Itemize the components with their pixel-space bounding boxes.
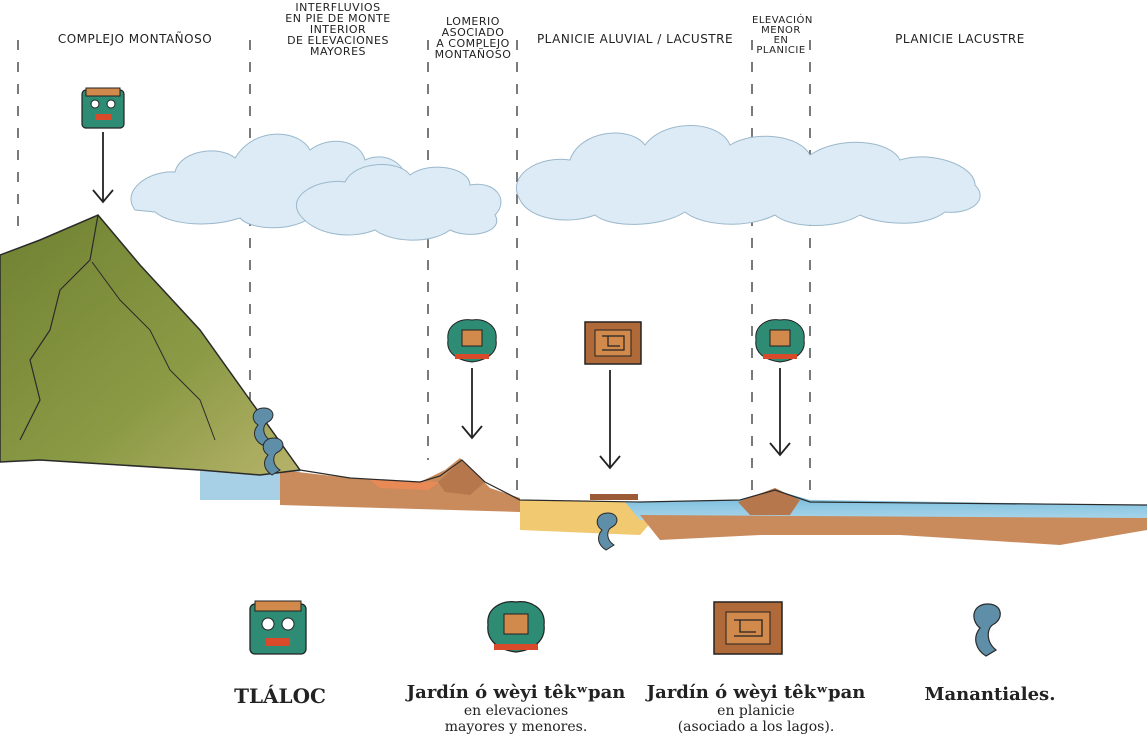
mountain-ridge bbox=[19, 214, 99, 441]
tlaloc-eye bbox=[106, 99, 116, 109]
garden-elevation-small-marker bbox=[755, 319, 805, 457]
legend-title: Jardín ó wèyi têkʷpan bbox=[646, 682, 866, 703]
zone-label-lacustre: PLANICIE LACUSTRE bbox=[895, 32, 1025, 46]
garden-elevations-icon-base bbox=[763, 354, 797, 359]
ground-line bbox=[299, 459, 1147, 506]
spring-icon bbox=[262, 437, 284, 476]
legend-garden-plain bbox=[713, 601, 783, 655]
sand-band bbox=[520, 500, 660, 535]
zone-label-line: MAYORES bbox=[309, 45, 366, 58]
down-arrow-icon bbox=[92, 189, 114, 204]
legend-garden-elevations bbox=[487, 601, 545, 653]
clouds bbox=[130, 125, 981, 241]
zone-label-aluvial: PLANICIE ALUVIAL / LACUSTRE bbox=[536, 32, 734, 46]
zone-label-line: ELEVACIÓN bbox=[752, 15, 813, 26]
lomerio-hill bbox=[438, 460, 485, 495]
legend-subtitle: (asociado a los lagos). bbox=[677, 719, 835, 735]
spring-icon bbox=[973, 603, 1001, 657]
zone-label-line: EN bbox=[773, 35, 789, 46]
cloud-center bbox=[296, 164, 502, 241]
zone-label-line: DE ELEVACIONES bbox=[287, 34, 389, 47]
zone-label-lomerio: LOMERIO ASOCIADO A COMPLEJO MONTAÑOSO bbox=[428, 16, 518, 60]
zone-label-line: EN PIE DE MONTE bbox=[285, 12, 391, 25]
down-arrow-icon bbox=[461, 425, 483, 440]
garden-elevations-icon-base bbox=[494, 644, 538, 650]
spring-icon bbox=[252, 407, 274, 446]
zone-label-line: INTERFLUVIOS bbox=[295, 1, 381, 14]
zone-label-elevacion: ELEVACIÓN MENOR EN PLANICIE bbox=[752, 15, 813, 56]
legend-item-springs: Manantiales. bbox=[910, 684, 1070, 705]
spring-icon bbox=[596, 512, 618, 551]
legend-item-garden-elevations: Jardín ó wèyi têkʷpan en elevaciones may… bbox=[400, 682, 632, 735]
garden-elevations-icon-panel bbox=[503, 613, 529, 635]
zone-separators bbox=[17, 40, 811, 500]
garden-plain-glyph bbox=[602, 335, 625, 351]
tlaloc-eye bbox=[281, 617, 295, 631]
zone-label-line: ASOCIADO bbox=[441, 26, 505, 39]
garden-plain-icon-inner bbox=[594, 329, 632, 357]
zone-label-line: INTERIOR bbox=[309, 23, 367, 36]
legend-title: Jardín ó wèyi têkʷpan bbox=[406, 682, 626, 703]
garden-elevations-icon-base bbox=[455, 354, 489, 359]
legend-subtitle: en planicie bbox=[717, 703, 795, 719]
tlaloc-mouth bbox=[266, 638, 290, 646]
legend-icons bbox=[249, 600, 1001, 657]
tlaloc-marker bbox=[81, 87, 125, 204]
lake-basin bbox=[370, 480, 440, 490]
legend-subtitle: en elevaciones bbox=[463, 703, 569, 719]
zone-label-line: PLANICIE bbox=[756, 45, 806, 56]
tlaloc-mouth bbox=[95, 114, 111, 120]
legend-title: Manantiales. bbox=[924, 684, 1056, 705]
down-arrow-icon bbox=[599, 455, 621, 470]
garden-elevations-marker bbox=[447, 319, 497, 440]
zone-label-line: A COMPLEJO bbox=[436, 37, 510, 50]
garden-plain-marker bbox=[584, 321, 642, 470]
garden-plain-platform bbox=[590, 494, 638, 500]
garden-elevations-icon-panel bbox=[769, 329, 791, 347]
tlaloc-icon-top bbox=[85, 87, 121, 97]
zone-label-interfluvios: INTERFLUVIOS EN PIE DE MONTE INTERIOR DE… bbox=[250, 2, 426, 57]
zone-label-line: MENOR bbox=[761, 25, 801, 36]
legend-title: TLÁLOC bbox=[234, 684, 326, 708]
legend-tlaloc bbox=[249, 600, 307, 655]
tlaloc-eye bbox=[90, 99, 100, 109]
garden-elevations-icon-panel bbox=[461, 329, 483, 347]
terrain bbox=[0, 214, 1147, 545]
springs bbox=[252, 407, 618, 551]
legend-item-garden-plain: Jardín ó wèyi têkʷpan en planicie (asoci… bbox=[640, 682, 872, 735]
tlaloc-icon-top bbox=[254, 600, 302, 612]
legend-subtitle: mayores y menores. bbox=[444, 719, 588, 735]
zone-label-complejo: COMPLEJO MONTAÑOSO bbox=[57, 32, 213, 46]
zone-label-line: MONTAÑOSO bbox=[434, 48, 512, 61]
garden-plain-icon-inner bbox=[725, 611, 771, 645]
tlaloc-eye bbox=[261, 617, 275, 631]
zone-label-line: LOMERIO bbox=[446, 15, 500, 28]
down-arrow-icon bbox=[769, 442, 791, 457]
legend-item-tlaloc: TLÁLOC bbox=[200, 684, 360, 708]
garden-plain-glyph bbox=[734, 619, 763, 637]
lake-bed bbox=[640, 515, 1147, 545]
small-hill bbox=[738, 488, 800, 515]
cloud-right bbox=[516, 125, 981, 226]
mountain-ridge bbox=[91, 261, 216, 441]
garden-plain-icon bbox=[713, 601, 783, 655]
